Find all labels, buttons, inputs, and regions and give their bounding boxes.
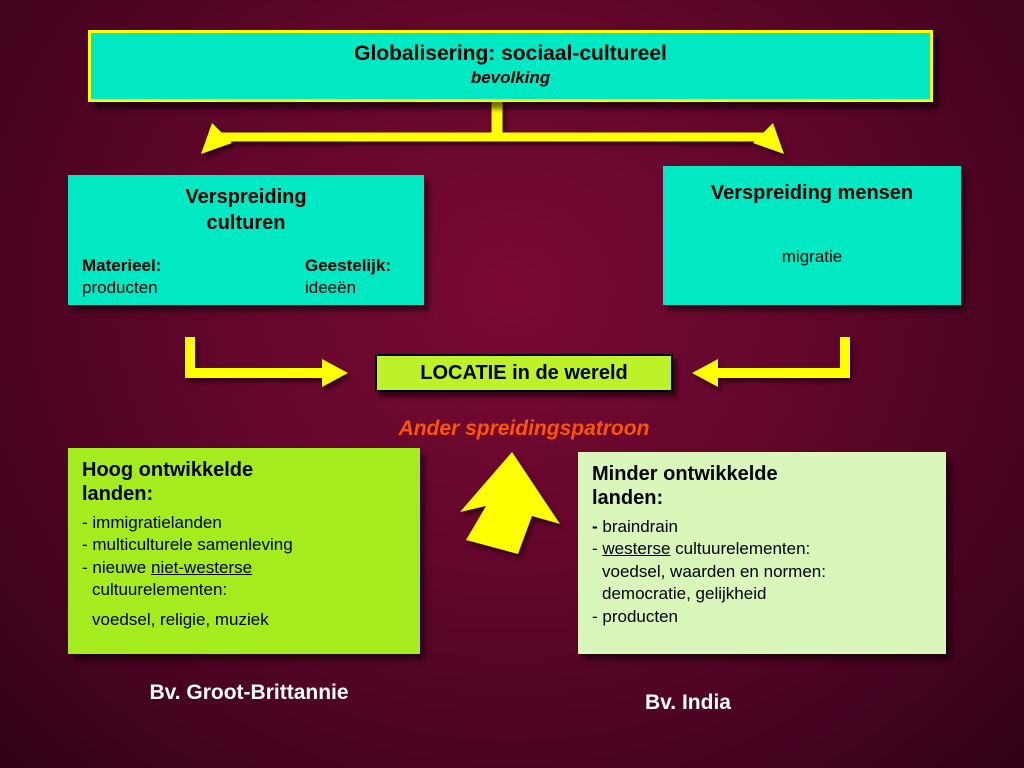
spread-people-box: Verspreiding mensen migratie: [663, 166, 961, 305]
arrowhead-left-icon: [692, 359, 718, 387]
list-item: - multiculturele samenleving: [82, 535, 293, 555]
arrowhead-right-icon: [753, 123, 784, 154]
text-segment: -: [592, 539, 603, 559]
box-title: Minder ontwikkelde landen:: [592, 463, 778, 509]
caption-india: Bv. India: [645, 691, 731, 714]
block-arrow-icon: [460, 452, 560, 554]
list-item: - westerse cultuurelementen:: [592, 538, 932, 560]
spiritual-label: Geestelijk:: [305, 256, 391, 275]
list-item: - braindrain: [592, 516, 932, 538]
caption-great-britain: Bv. Groot-Brittannie: [149, 681, 349, 704]
less-developed-countries-box: Minder ontwikkelde landen: - braindrain …: [578, 452, 946, 654]
material-value: producten: [82, 278, 158, 298]
developed-countries-box: Hoog ontwikkelde landen: - immigratielan…: [68, 448, 420, 654]
spread-cultures-box: Verspreiding culturen Materieel: product…: [68, 175, 424, 305]
location-box: LOCATIE in de wereld: [375, 354, 673, 392]
underlined-text: westerse: [602, 539, 671, 559]
text-segment: braindrain: [602, 517, 678, 536]
title-box: Globalisering: sociaal-cultureel bevolki…: [88, 30, 933, 102]
right-elbow-arrow: [692, 337, 850, 387]
slide-subtitle: bevolking: [470, 68, 551, 87]
branch-connector: [201, 100, 784, 154]
left-elbow-arrow: [185, 337, 348, 387]
text-segment: - nieuwe: [82, 557, 151, 577]
box-title: Hoog ontwikkelde landen:: [82, 459, 254, 505]
underlined-text: niet-westerse: [150, 557, 253, 577]
spiritual-value: ideeën: [305, 278, 357, 298]
list-item: - nieuwe niet-westerse: [82, 557, 406, 579]
box-title: Verspreiding culturen: [185, 186, 307, 234]
arrowhead-right-icon: [322, 359, 348, 387]
migration-value: migratie: [781, 247, 843, 266]
box-title: Verspreiding mensen: [710, 182, 914, 204]
list-item: - immigratielanden: [82, 513, 222, 532]
arrowhead-left-icon: [201, 123, 232, 154]
list-item: voedsel, waarden en normen:: [602, 561, 826, 581]
material-label: Materieel:: [82, 256, 162, 275]
list-item: - producten: [592, 606, 678, 626]
material-column: Materieel: producten: [82, 255, 161, 299]
list-item: voedsel, religie, muziek: [92, 609, 269, 629]
text-segment: cultuurelementen:: [670, 539, 811, 559]
pattern-label: Ander spreidingspatroon: [398, 417, 650, 440]
list-item: cultuurelementen:: [92, 580, 228, 600]
text-segment: -: [592, 517, 603, 536]
spiritual-column: Geestelijk: ideeën: [305, 255, 391, 299]
slide-title: Globalisering: sociaal-cultureel: [354, 42, 667, 65]
list-item: democratie, gelijkheid: [602, 584, 767, 604]
